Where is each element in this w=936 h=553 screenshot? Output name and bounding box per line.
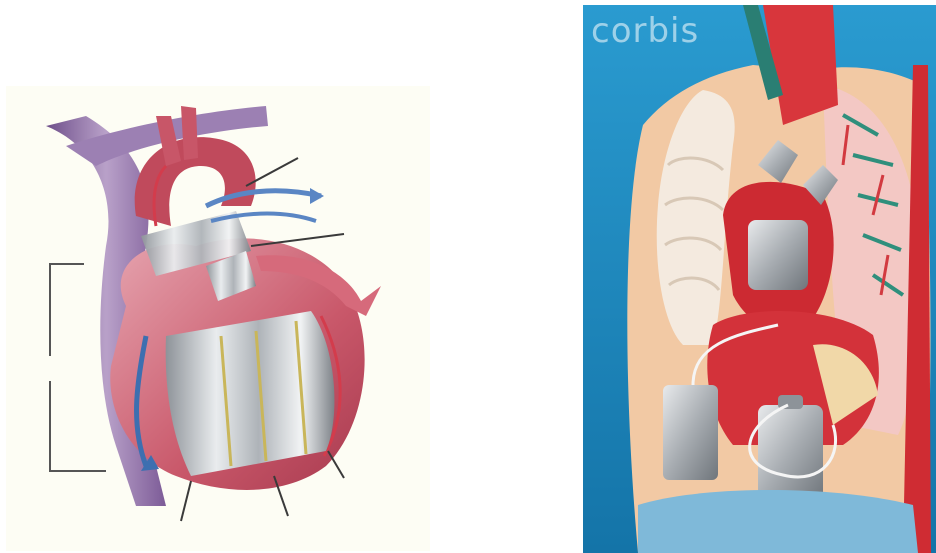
heart-illustration <box>6 86 430 551</box>
corbis-watermark: corbis <box>591 11 699 51</box>
bracket <box>50 264 106 471</box>
battery-pack-right <box>758 405 823 500</box>
heart-illustration-svg <box>6 86 430 551</box>
torso-model-photo: corbis <box>583 5 936 553</box>
heart-pump <box>748 220 808 290</box>
battery-pack-left <box>663 385 718 480</box>
torso-model-svg <box>583 5 936 553</box>
pump-device <box>166 311 335 476</box>
